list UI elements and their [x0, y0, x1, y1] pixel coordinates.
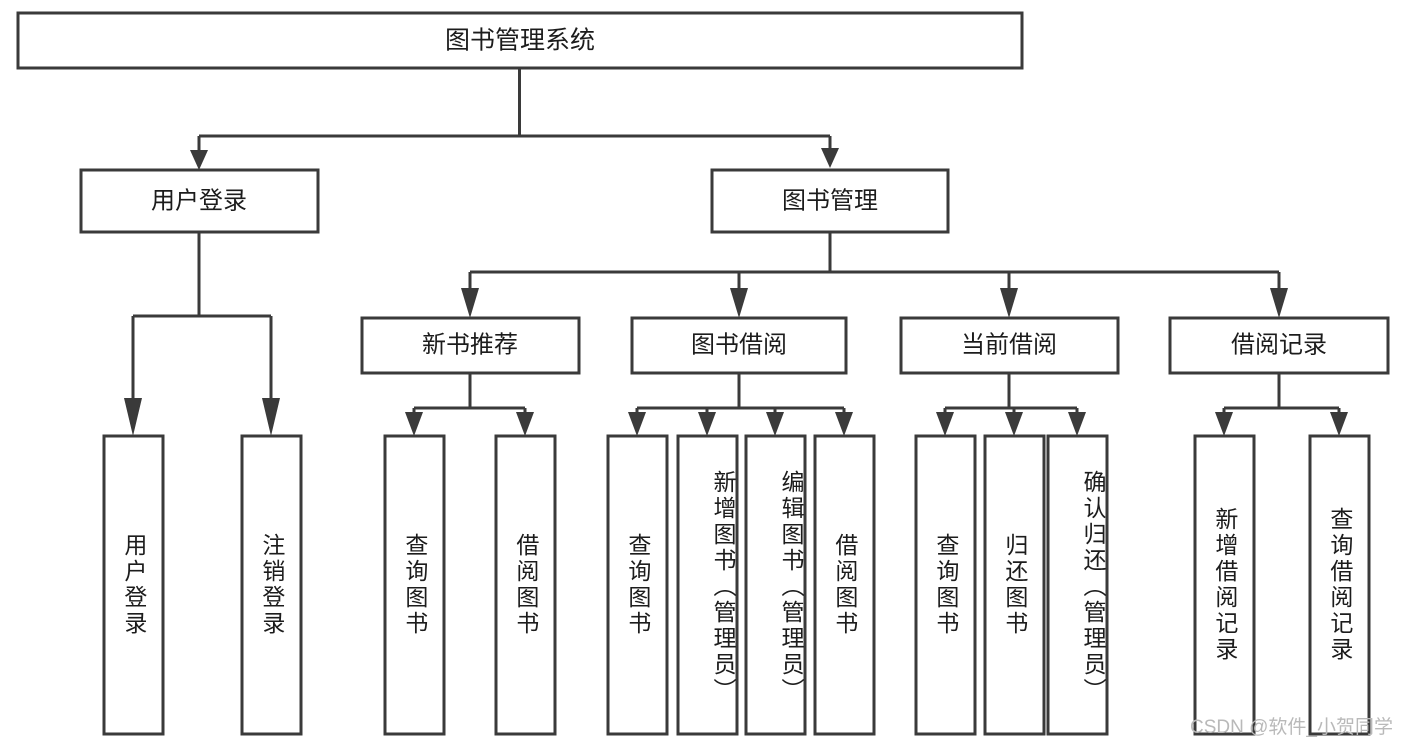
- leaf-box-current-borrow-3[interactable]: [1046, 434, 1109, 736]
- arrow-head-leaf-bookborrow-1: [628, 412, 646, 436]
- node-root-box[interactable]: [16, 11, 1024, 70]
- arrow-head-borrow-record: [1270, 288, 1288, 318]
- leaf-box-book-borrow-4[interactable]: [813, 434, 876, 736]
- connector-group-root: [190, 68, 839, 170]
- node-book-mgmt[interactable]: 图书管理: [710, 168, 950, 234]
- leaf-box-borrow-record-2[interactable]: [1308, 434, 1371, 736]
- arrow-head-new-book: [461, 288, 479, 318]
- leaf-box-new-book-1[interactable]: [383, 434, 446, 736]
- leaf-box-new-book-2[interactable]: [494, 434, 557, 736]
- node-borrow-record[interactable]: 借阅记录: [1168, 316, 1390, 375]
- node-user-login[interactable]: 用户登录: [79, 168, 320, 234]
- arrow-head-leaf-currentborrow-3: [1068, 412, 1086, 436]
- arrow-head-leaf-borrowrecord-1: [1215, 412, 1233, 436]
- node-book-mgmt-label: 图书管理: [782, 187, 878, 214]
- arrow-head-book-mgmt: [821, 148, 839, 168]
- leaf-box-current-borrow-1[interactable]: [914, 434, 977, 736]
- node-new-book-recommend-box[interactable]: [360, 316, 581, 375]
- connector-group-borrow-record: [1215, 373, 1348, 436]
- connector-group-user-login: [124, 232, 280, 436]
- node-book-borrow[interactable]: 图书借阅: [630, 316, 848, 375]
- arrow-head-leaf-user-login-1: [124, 398, 142, 436]
- arrow-head-leaf-borrowrecord-2: [1330, 412, 1348, 436]
- arrow-head-user-login: [190, 150, 208, 170]
- leaf-box-book-borrow-1[interactable]: [606, 434, 669, 736]
- node-book-borrow-label: 图书借阅: [691, 331, 787, 358]
- arrow-head-leaf-bookborrow-4: [835, 412, 853, 436]
- arrow-head-leaf-currentborrow-1: [936, 412, 954, 436]
- node-root[interactable]: 图书管理系统: [16, 11, 1024, 70]
- arrow-head-leaf-currentborrow-2: [1005, 412, 1023, 436]
- node-book-mgmt-box[interactable]: [710, 168, 950, 234]
- connector-group-book-borrow: [628, 373, 853, 436]
- node-user-login-box[interactable]: [79, 168, 320, 234]
- connector-group-new-book: [405, 373, 534, 436]
- leaf-box-book-borrow-3[interactable]: [744, 434, 807, 736]
- node-user-login-label: 用户登录: [151, 187, 247, 214]
- arrow-head-current-borrow: [1000, 288, 1018, 318]
- leaf-box-user-login-1[interactable]: [102, 434, 165, 736]
- node-borrow-record-label: 借阅记录: [1231, 331, 1327, 358]
- arrow-head-book-borrow: [730, 288, 748, 318]
- arrow-head-leaf-newbook-1: [405, 412, 423, 436]
- node-book-borrow-box[interactable]: [630, 316, 848, 375]
- node-new-book-recommend-label: 新书推荐: [422, 331, 518, 358]
- leaf-box-borrow-record-1[interactable]: [1193, 434, 1256, 736]
- node-current-borrow-box[interactable]: [899, 316, 1120, 375]
- leaf-box-book-borrow-2[interactable]: [676, 434, 739, 736]
- leaf-box-user-login-2[interactable]: [240, 434, 303, 736]
- arrow-head-leaf-bookborrow-2: [698, 412, 716, 436]
- node-new-book-recommend[interactable]: 新书推荐: [360, 316, 581, 375]
- arrow-head-leaf-bookborrow-3: [766, 412, 784, 436]
- connector-group-book-mgmt: [461, 232, 1288, 318]
- arrow-head-leaf-newbook-2: [516, 412, 534, 436]
- node-current-borrow[interactable]: 当前借阅: [899, 316, 1120, 375]
- node-root-label: 图书管理系统: [445, 27, 595, 55]
- node-current-borrow-label: 当前借阅: [961, 331, 1057, 358]
- leaf-box-current-borrow-2[interactable]: [983, 434, 1046, 736]
- node-borrow-record-box[interactable]: [1168, 316, 1390, 375]
- connector-group-current-borrow: [936, 373, 1086, 436]
- arrow-head-leaf-user-login-2: [262, 398, 280, 436]
- watermark-csdn: CSDN @软件_小贺同学: [1190, 717, 1393, 738]
